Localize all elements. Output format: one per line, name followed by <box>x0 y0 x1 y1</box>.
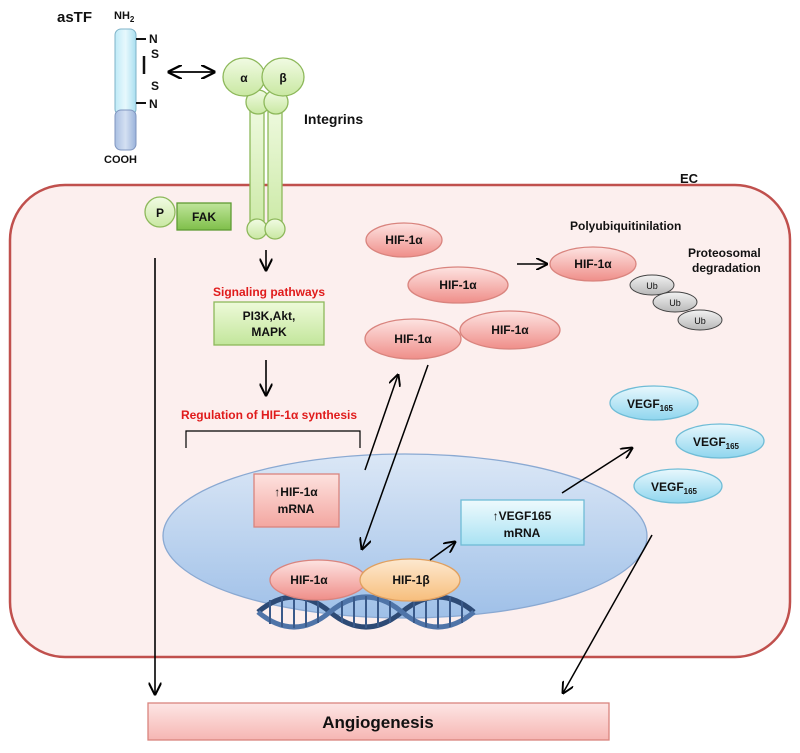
integrin-beta-subunit <box>261 57 305 97</box>
hif-mrna-line2: mRNA <box>278 502 315 516</box>
hif1a-label-4: HIF-1α <box>491 323 529 337</box>
ubiquitin-1 <box>629 274 675 296</box>
integrin-beta-label: β <box>279 71 286 85</box>
ubiquitin-2 <box>652 291 698 313</box>
hif-mrna-line1: ↑HIF-1α <box>274 485 318 499</box>
hif1a-ellipse-3 <box>364 318 462 360</box>
polyubiquitination-label: Polyubiquitinilation <box>570 219 681 233</box>
hif1a-ellipse-2 <box>407 266 509 304</box>
vegf-label-3: VEGF165 <box>651 480 698 496</box>
hif1a-label-1: HIF-1α <box>385 233 423 247</box>
vegf-to-angiogenesis-arrow <box>563 534 653 693</box>
vegf-mrna-line1: ↑VEGF165 <box>493 509 552 523</box>
vegf-mrna-box <box>460 499 585 546</box>
ubiquitinated-hif1a-label: HIF-1α <box>574 257 612 271</box>
signaling-title: Signaling pathways <box>213 285 325 299</box>
ubiquitin-label-1: Ub <box>646 281 658 291</box>
ubiquitin-label-3: Ub <box>694 316 706 326</box>
astf-s-bottom: S <box>151 79 159 93</box>
fak-box <box>176 202 232 231</box>
hif1a-label-3: HIF-1α <box>394 332 432 346</box>
vegf-label-2: VEGF165 <box>693 435 740 451</box>
cell-label: EC <box>680 171 699 186</box>
integrins-label: Integrins <box>304 111 363 127</box>
hif1b-ellipse <box>359 558 461 602</box>
angiogenesis-box <box>147 702 610 741</box>
hif-nuclear-import-arrow <box>362 364 429 549</box>
ubiquitin-label-2: Ub <box>669 298 681 308</box>
angiogenesis-label: Angiogenesis <box>322 713 433 732</box>
astf-cooh-label: COOH <box>104 154 137 166</box>
signaling-box-line1: PI3K,Akt, <box>243 309 296 323</box>
vegf-mrna-line2: mRNA <box>504 526 541 540</box>
astf-title: asTF <box>57 9 92 26</box>
phospho-circle <box>144 196 176 228</box>
ubiquitin-3 <box>677 309 723 331</box>
astf-n-top: N <box>149 32 158 46</box>
vegf-translation-arrow <box>561 448 632 494</box>
vegf-label-1: VEGF165 <box>627 397 674 413</box>
signaling-box-line2: MAPK <box>251 325 287 339</box>
hif1a-ellipse-4 <box>459 310 561 350</box>
proteosomal-line2: degradation <box>692 261 761 275</box>
vegf-ellipse-2 <box>675 423 765 459</box>
vegf-ellipse-3 <box>633 468 723 504</box>
proteosomal-line1: Proteosomal <box>688 246 761 260</box>
ubiquitinated-hif1a-ellipse <box>549 246 637 282</box>
integrin-alpha-label: α <box>240 71 248 85</box>
hif-to-vegf-transcription-arrow <box>429 542 455 561</box>
astf-s-top: S <box>151 47 159 61</box>
astf-molecule: asTF NH2 N S S N COOH <box>57 9 159 166</box>
hif1a-ellipse-1 <box>365 222 443 258</box>
phospho-label: P <box>156 206 164 220</box>
nuclear-hif1a-label: HIF-1α <box>290 573 328 587</box>
signaling-box <box>213 301 325 346</box>
fak-label: FAK <box>192 210 216 224</box>
vegf-ellipse-1 <box>609 385 699 421</box>
hif-mrna-export-arrow <box>364 375 398 471</box>
integrin-receptor: α β <box>222 57 305 240</box>
hif1a-label-2: HIF-1α <box>439 278 477 292</box>
regulation-title: Regulation of HIF-1α synthesis <box>181 408 357 422</box>
hif-mrna-box <box>253 473 340 528</box>
astf-n-bottom: N <box>149 97 158 111</box>
hif1b-label: HIF-1β <box>392 573 429 587</box>
astf-chain-bottom <box>114 109 137 151</box>
regulation-bracket <box>185 430 361 448</box>
astf-nh2-label: NH2 <box>114 10 135 24</box>
astf-chain-top <box>114 28 137 116</box>
